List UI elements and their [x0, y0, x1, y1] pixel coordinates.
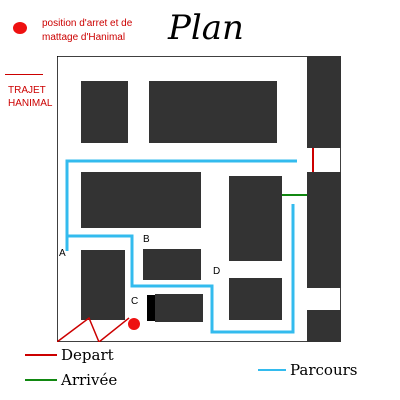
marker-legend-text: position d'arret et de mattage d'Hanimal [42, 18, 133, 43]
door-block [147, 295, 155, 321]
parcours-route-lower [65, 204, 295, 334]
depart-line-icon [25, 354, 57, 356]
building-3 [307, 56, 341, 148]
point-c-label: C [131, 296, 138, 307]
building-8 [143, 249, 201, 280]
building-9 [155, 294, 203, 322]
legend-depart: Depart [25, 346, 145, 364]
parcours-route [65, 159, 297, 251]
point-b-label: B [143, 234, 150, 245]
legend-parcours-label: Parcours [290, 361, 358, 379]
point-d-label: D [213, 266, 220, 277]
building-2 [149, 81, 277, 143]
building-5 [229, 176, 282, 261]
legend-parcours: Parcours [258, 361, 388, 379]
legend-arrivee-label: Arrivée [61, 371, 118, 389]
side-label-underline [5, 74, 43, 75]
route-map: A B C D [57, 56, 341, 342]
marker-legend [12, 20, 152, 50]
legend-depart-label: Depart [61, 346, 114, 364]
legend-arrivee: Arrivée [25, 371, 145, 389]
arrivee-line-icon [25, 379, 57, 381]
stop-marker-icon [13, 22, 27, 34]
point-a-label: A [59, 248, 66, 259]
approach-lines [57, 316, 130, 342]
side-label: TRAJET HANIMAL [8, 85, 53, 109]
building-1 [81, 81, 128, 143]
page-title: Plan [168, 8, 244, 48]
building-10 [229, 278, 282, 320]
building-4 [81, 172, 201, 228]
building-11 [307, 310, 341, 342]
stop-marker [128, 318, 140, 330]
building-7 [81, 250, 125, 320]
parcours-line-icon [258, 369, 286, 371]
building-6 [307, 172, 341, 288]
